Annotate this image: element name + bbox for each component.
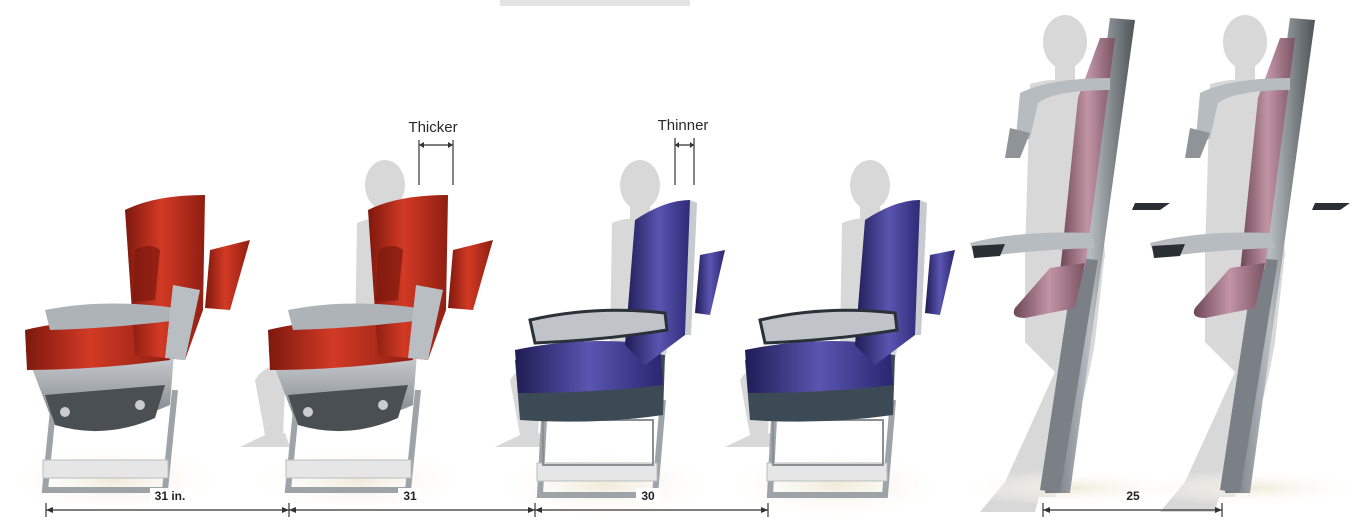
pitch-label-4: 25 [1126, 489, 1140, 503]
standing-seat-1 [950, 18, 1190, 506]
thicker-callout: Thicker [408, 119, 457, 185]
blue-seat-2 [720, 200, 955, 520]
thinner-label: Thinner [658, 117, 709, 134]
thicker-label: Thicker [408, 119, 457, 136]
thinner-callout: Thinner [658, 117, 709, 185]
red-seat-1 [0, 195, 250, 515]
pitch-label-2: 31 [403, 489, 417, 503]
standing-seat-2 [1130, 18, 1359, 506]
pitch-label-3: 30 [641, 489, 655, 503]
pitch-label-1: 31 in. [155, 489, 186, 503]
blue-seat-1 [490, 200, 725, 520]
